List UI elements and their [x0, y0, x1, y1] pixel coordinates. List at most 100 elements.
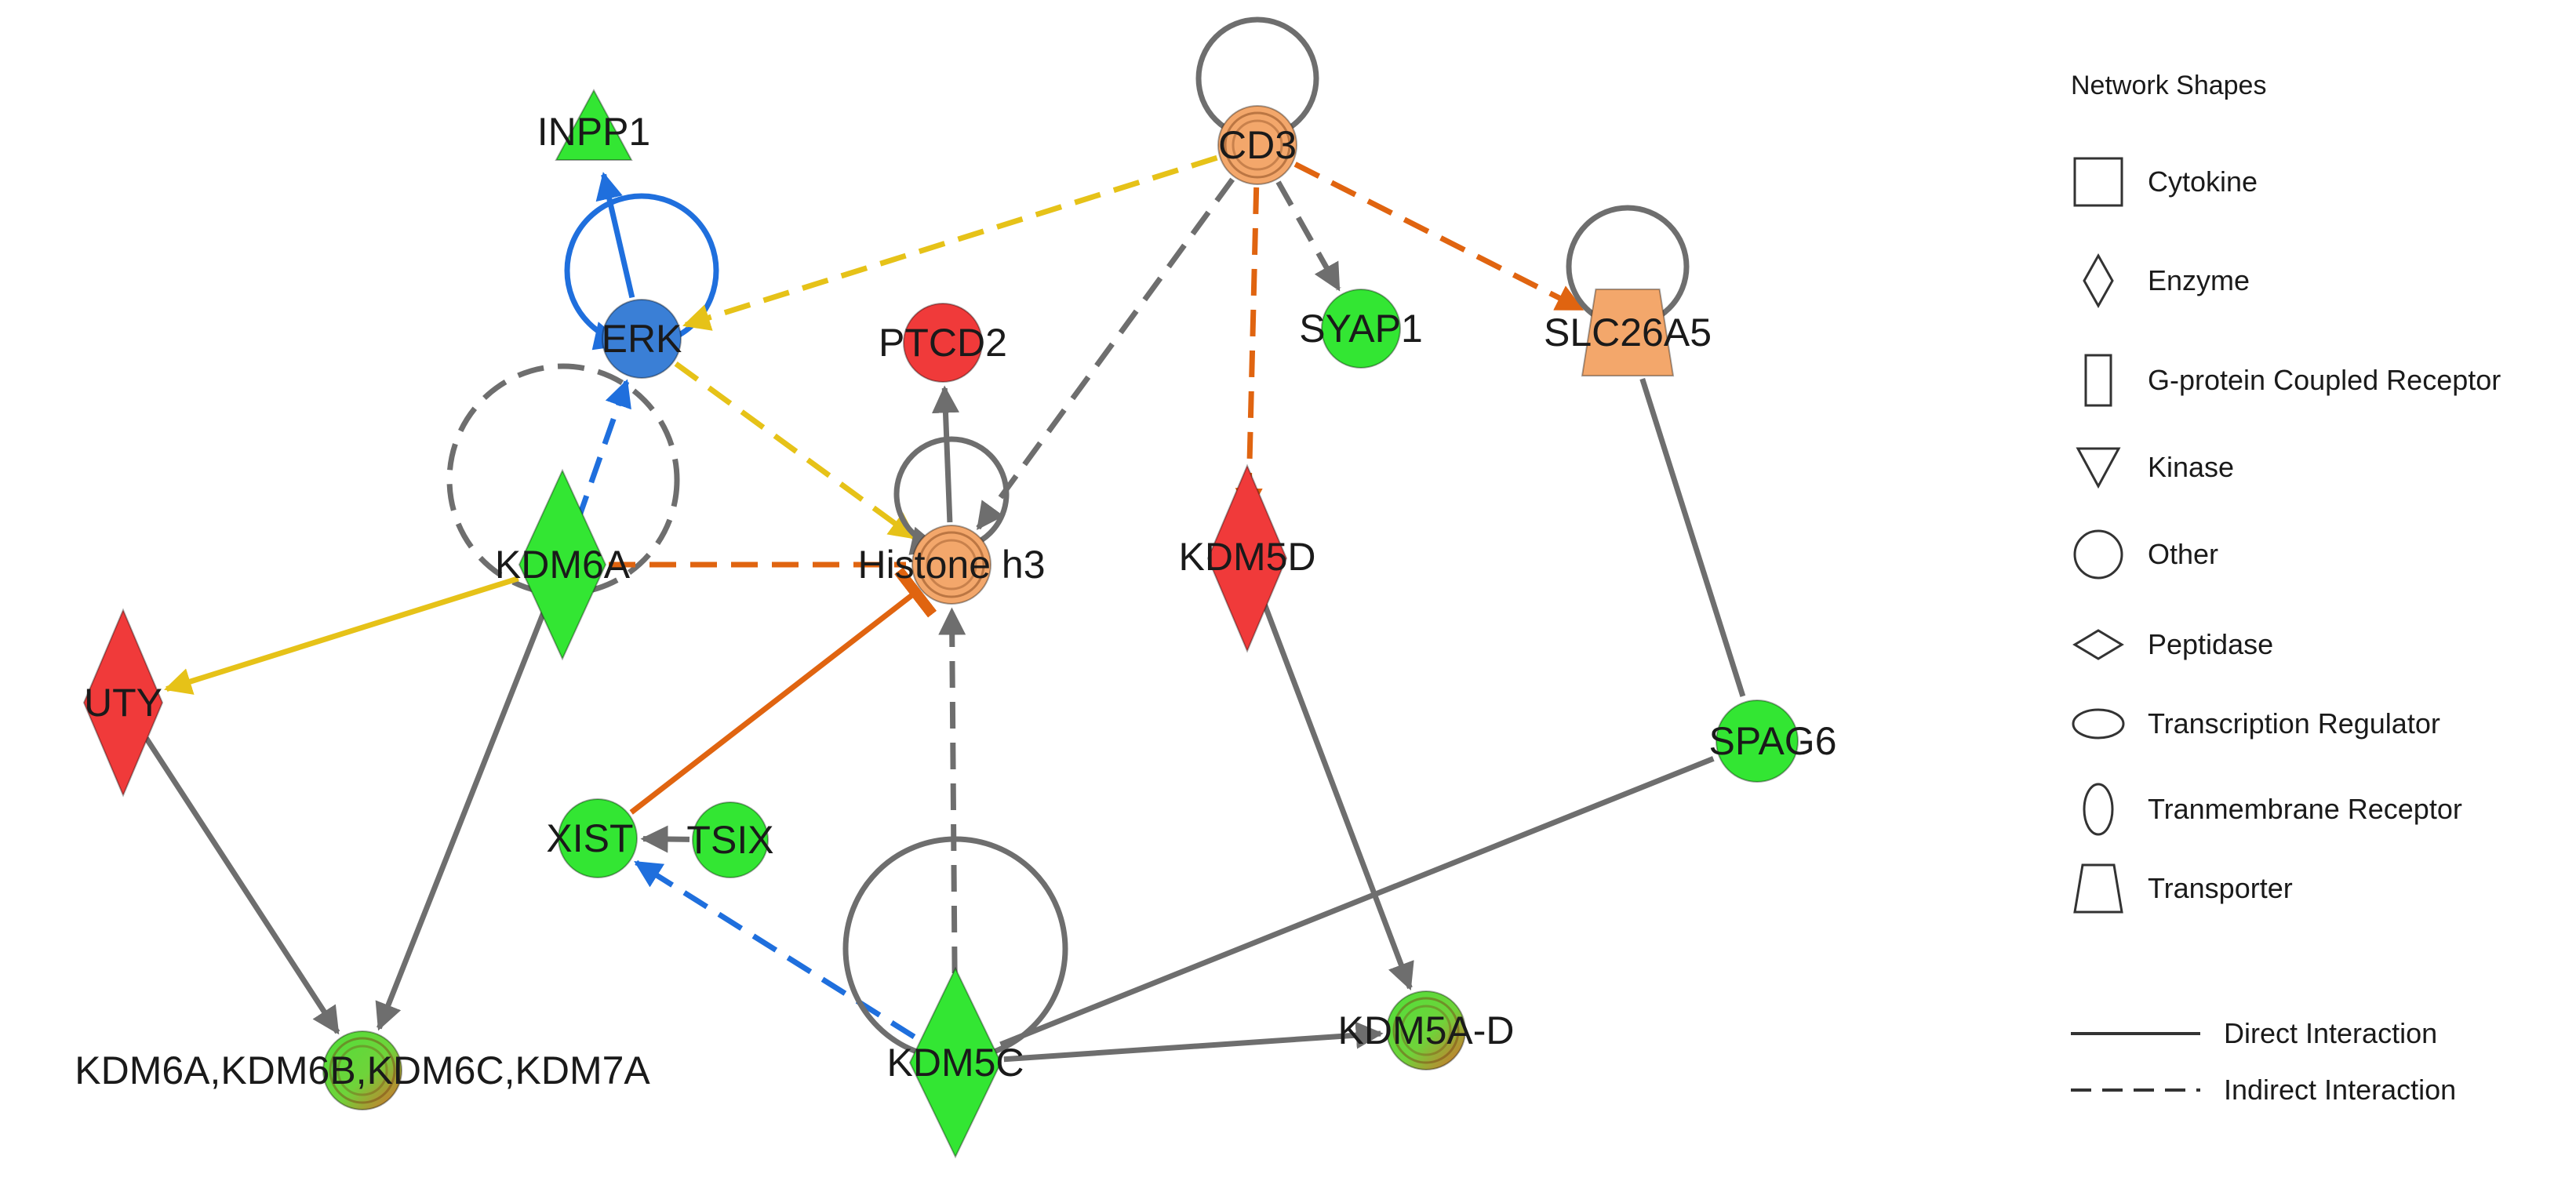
legend-label: Direct Interaction: [2224, 1017, 2437, 1049]
node-xist[interactable]: XIST: [546, 798, 638, 878]
node-label: UTY: [84, 681, 162, 725]
xist-circle-shape: [558, 798, 638, 878]
node-kdm5d[interactable]: KDM5D: [1178, 463, 1316, 653]
legend-item-transcription-regulator: Transcription Regulator: [2072, 707, 2440, 740]
legend-item-direct-interaction: Direct Interaction: [2071, 1017, 2437, 1049]
legend-item-tranmembrane-receptor: Tranmembrane Receptor: [2083, 783, 2462, 836]
legend-label: Kinase: [2148, 451, 2234, 483]
edge-kdm6a-to-uty: [163, 576, 519, 695]
edge-kdm6a-to-erk: [575, 379, 631, 522]
legend-label: Cytokine: [2148, 165, 2258, 198]
node-ptcd2[interactable]: PTCD2: [879, 303, 1007, 383]
node-label: KDM6A: [495, 543, 631, 587]
kdm5c-diamond-shape: [908, 966, 1002, 1159]
node-label: TSIX: [686, 818, 773, 862]
node-erk[interactable]: ERK: [602, 299, 682, 379]
edge-cd3-to-histone-h3: [976, 177, 1235, 530]
node-cd3[interactable]: CD3: [1217, 105, 1297, 185]
edge-erk-to-inpp1: [595, 172, 635, 299]
horizontal-ellipse-icon: [2072, 708, 2125, 740]
node-label: SPAG6: [1708, 719, 1836, 763]
node-kdm6a[interactable]: KDM6A: [495, 468, 631, 661]
node-tsix[interactable]: TSIX: [686, 801, 774, 878]
inpp1-triangle-shape: [555, 89, 633, 161]
node-label: KDM5A-D: [1337, 1008, 1514, 1052]
node-label: ERK: [602, 317, 682, 361]
inverted-triangle-icon: [2076, 447, 2121, 489]
syap1-circle-shape: [1321, 289, 1401, 369]
node-label: CD3: [1218, 123, 1297, 167]
edge-kdm6a-to-kdm6-group: [375, 606, 548, 1031]
node-label: SYAP1: [1299, 307, 1423, 351]
legend-item-kinase: Kinase: [2076, 447, 2234, 489]
trapezoid-icon: [2073, 863, 2123, 914]
ptcd2-circle-shape: [903, 303, 983, 383]
node-inpp1[interactable]: INPP1: [537, 89, 651, 161]
legend-item-peptidase: Peptidase: [2072, 628, 2273, 660]
spag6-circle-shape: [1716, 700, 1799, 783]
node-kdm5a-d[interactable]: KDM5A-D: [1337, 990, 1515, 1070]
node-kdm5c[interactable]: KDM5C: [886, 966, 1024, 1159]
tall-rectangle-icon: [2084, 354, 2112, 407]
complex-ring-icon: [329, 1037, 396, 1104]
complex-ring-icon: [918, 531, 985, 598]
cd3-circle-shape: [1217, 105, 1297, 185]
node-label: PTCD2: [879, 321, 1007, 365]
legend-item-cytokine: Cytokine: [2073, 157, 2258, 207]
kdm6-group-circle-shape: [322, 1030, 402, 1110]
complex-ring-icon: [926, 539, 977, 591]
edge-tsix-to-xist: [640, 825, 690, 853]
edge-cd3-to-kdm5d: [1235, 187, 1263, 516]
complex-ring-icon: [1232, 119, 1283, 171]
legend-title: Network Shapes: [2071, 71, 2266, 100]
node-syap1[interactable]: SYAP1: [1299, 289, 1423, 369]
legend-label: Transcription Regulator: [2148, 707, 2440, 740]
square-icon: [2073, 157, 2123, 207]
legend-item-g-protein-coupled-receptor: G-protein Coupled Receptor: [2084, 354, 2501, 407]
legend-label: Enzyme: [2148, 264, 2250, 296]
complex-ring-icon: [1224, 111, 1291, 179]
edge-cd3-to-slc26a5: [1293, 162, 1585, 312]
node-label: KDM6A,KDM6B,KDM6C,KDM7A: [75, 1048, 650, 1092]
node-uty[interactable]: UTY: [82, 608, 164, 798]
legend-item-other: Other: [2073, 529, 2218, 580]
node-label: XIST: [546, 816, 633, 860]
node-histone-h3[interactable]: Histone h3: [857, 525, 1046, 605]
legend-label: Transporter: [2148, 872, 2293, 904]
complex-ring-icon: [1400, 1005, 1452, 1056]
histone-h3-circle-shape: [911, 525, 991, 605]
kdm5a-d-circle-shape: [1386, 990, 1466, 1070]
node-label: SLC26A5: [1544, 311, 1712, 354]
node-kdm6-group[interactable]: KDM6A,KDM6B,KDM6C,KDM7A: [75, 1030, 650, 1110]
edge-erk-to-histone-h3: [674, 361, 917, 540]
vertical-ellipse-icon: [2083, 783, 2114, 836]
node-label: INPP1: [537, 110, 651, 154]
legend-label: Peptidase: [2148, 628, 2273, 660]
node-label: KDM5C: [886, 1041, 1024, 1085]
edge-kdm5d-to-kdm5a-d: [1259, 597, 1414, 991]
edge-cd3-to-erk: [682, 154, 1218, 331]
edge-histone-h3-to-ptcd2: [931, 385, 959, 523]
edge-uty-to-kdm6-group: [144, 736, 340, 1035]
legend-label: Other: [2148, 538, 2218, 570]
node-label: KDM5D: [1178, 535, 1315, 579]
legend-item-transporter: Transporter: [2073, 863, 2293, 914]
circle-icon: [2073, 529, 2123, 580]
legend-label: G-protein Coupled Receptor: [2148, 364, 2501, 396]
flat-diamond-icon: [2072, 629, 2124, 660]
slc26a5-trapezoid-shape: [1581, 288, 1675, 377]
node-spag6[interactable]: SPAG6: [1708, 700, 1837, 783]
edge-xist-to-histone-h3: [629, 567, 937, 815]
legend-item-enzyme: Enzyme: [2083, 253, 2250, 309]
node-slc26a5[interactable]: SLC26A5: [1544, 288, 1712, 377]
kdm5d-diamond-shape: [1206, 463, 1288, 653]
edge-cd3-to-syap1: [1275, 180, 1341, 292]
kdm6a-diamond-shape: [518, 468, 607, 661]
legend-item-indirect-interaction: Indirect Interaction: [2071, 1074, 2456, 1106]
edge-kdm5c-to-histone-h3: [938, 607, 966, 1015]
legend-label: Indirect Interaction: [2224, 1074, 2456, 1106]
node-label: Histone h3: [857, 543, 1045, 587]
